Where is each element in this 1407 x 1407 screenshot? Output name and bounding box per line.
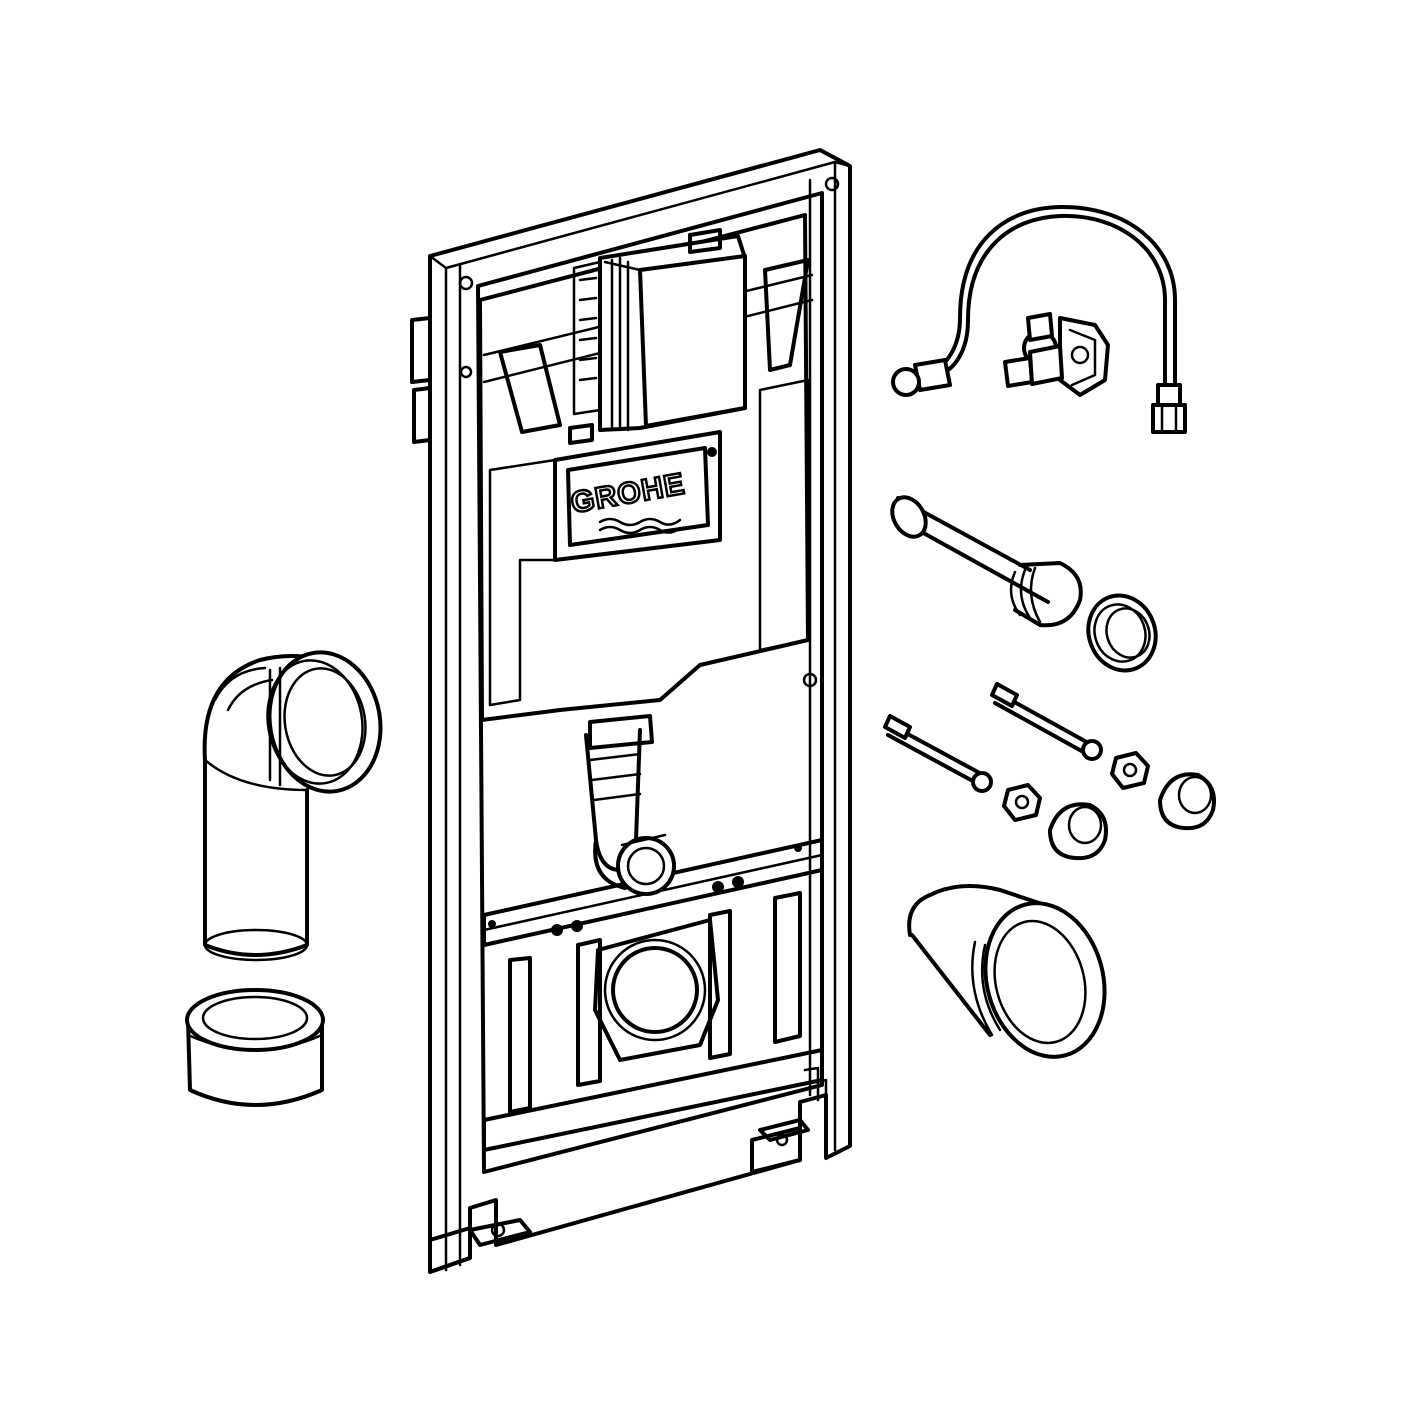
- pipe-seal: [1086, 593, 1158, 673]
- caps: [1048, 772, 1216, 861]
- nuts: [1002, 751, 1150, 822]
- supply-hose: [891, 204, 1187, 434]
- mounting-frame: [410, 148, 852, 1274]
- brand-logo: GROHE: [568, 467, 687, 519]
- anchor-bolts: [883, 682, 1103, 793]
- registered-mark-icon: [707, 447, 717, 457]
- flush-pipe: [890, 495, 1083, 628]
- cistern: GROHE: [478, 213, 814, 896]
- drain-elbow: [202, 650, 383, 962]
- reducer: [185, 988, 325, 1107]
- wc-connector: [907, 884, 1107, 1059]
